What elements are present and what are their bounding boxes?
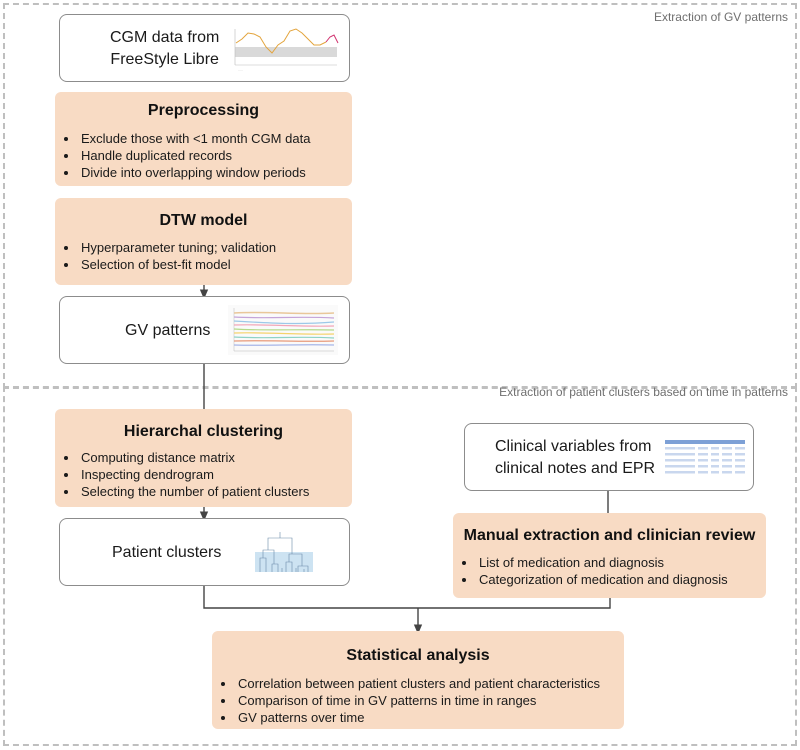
cgm-chart-thumbnail: ····· <box>232 25 340 73</box>
stats-list: Correlation between patient clusters and… <box>212 675 600 726</box>
svg-text:·····: ····· <box>238 68 243 72</box>
merge-line <box>203 586 611 609</box>
bottom-section-frame <box>3 386 797 746</box>
manual-title: Manual extraction and clinician review <box>463 527 756 544</box>
manual-list: List of medication and diagnosis Categor… <box>453 554 728 588</box>
gv-patterns-box: GV patterns <box>59 296 350 364</box>
preprocessing-box: Preprocessing Exclude those with <1 mont… <box>55 92 352 186</box>
clinical-line1: Clinical variables from <box>495 438 652 455</box>
preprocessing-list: Exclude those with <1 month CGM data Han… <box>55 130 310 181</box>
list-item: Comparison of time in GV patterns in tim… <box>236 692 600 709</box>
list-item: Divide into overlapping window periods <box>79 164 310 181</box>
list-item: Correlation between patient clusters and… <box>236 675 600 692</box>
cgm-data-text: CGM data from FreeStyle Libre <box>110 27 219 71</box>
clinical-variables-box: Clinical variables from clinical notes a… <box>464 423 754 491</box>
clustering-box: Hierarchal clustering Computing distance… <box>55 409 352 507</box>
list-item: Selection of best-fit model <box>79 256 276 273</box>
dtw-title: DTW model <box>159 212 248 229</box>
list-item: Computing distance matrix <box>79 449 309 466</box>
list-item: List of medication and diagnosis <box>477 554 728 571</box>
cgm-line1: CGM data from <box>110 29 220 46</box>
list-item: Inspecting dendrogram <box>79 466 309 483</box>
list-item: Hyperparameter tuning; validation <box>79 239 276 256</box>
manual-extraction-box: Manual extraction and clinician review L… <box>453 513 766 598</box>
patient-clusters-label: Patient clusters <box>112 544 222 561</box>
cgm-data-box: CGM data from FreeStyle Libre ····· <box>59 14 350 82</box>
top-section-frame <box>3 3 797 389</box>
clinical-variables-text: Clinical variables from clinical notes a… <box>495 436 655 480</box>
bottom-section-label: Extraction of patient clusters based on … <box>499 385 788 399</box>
gv-patterns-label: GV patterns <box>125 322 211 339</box>
stats-title: Statistical analysis <box>346 647 490 664</box>
clustering-list: Computing distance matrix Inspecting den… <box>55 449 309 500</box>
list-item: GV patterns over time <box>236 709 600 726</box>
statistical-analysis-box: Statistical analysis Correlation between… <box>212 631 624 729</box>
clinical-line2: clinical notes and EPR <box>495 460 656 477</box>
clustering-title: Hierarchal clustering <box>123 423 284 440</box>
dtw-list: Hyperparameter tuning; validation Select… <box>55 239 276 273</box>
preprocessing-title: Preprocessing <box>147 102 260 119</box>
list-item: Categorization of medication and diagnos… <box>477 571 728 588</box>
top-section-label: Extraction of GV patterns <box>653 10 788 24</box>
list-item: Handle duplicated records <box>79 147 310 164</box>
gv-patterns-thumbnail <box>228 305 338 355</box>
table-thumbnail <box>665 440 745 476</box>
dendrogram-thumbnail <box>252 528 316 576</box>
dtw-model-box: DTW model Hyperparameter tuning; validat… <box>55 198 352 285</box>
patient-clusters-box: Patient clusters <box>59 518 350 586</box>
cgm-line2: FreeStyle Libre <box>110 51 219 68</box>
list-item: Exclude those with <1 month CGM data <box>79 130 310 147</box>
list-item: Selecting the number of patient clusters <box>79 483 309 500</box>
